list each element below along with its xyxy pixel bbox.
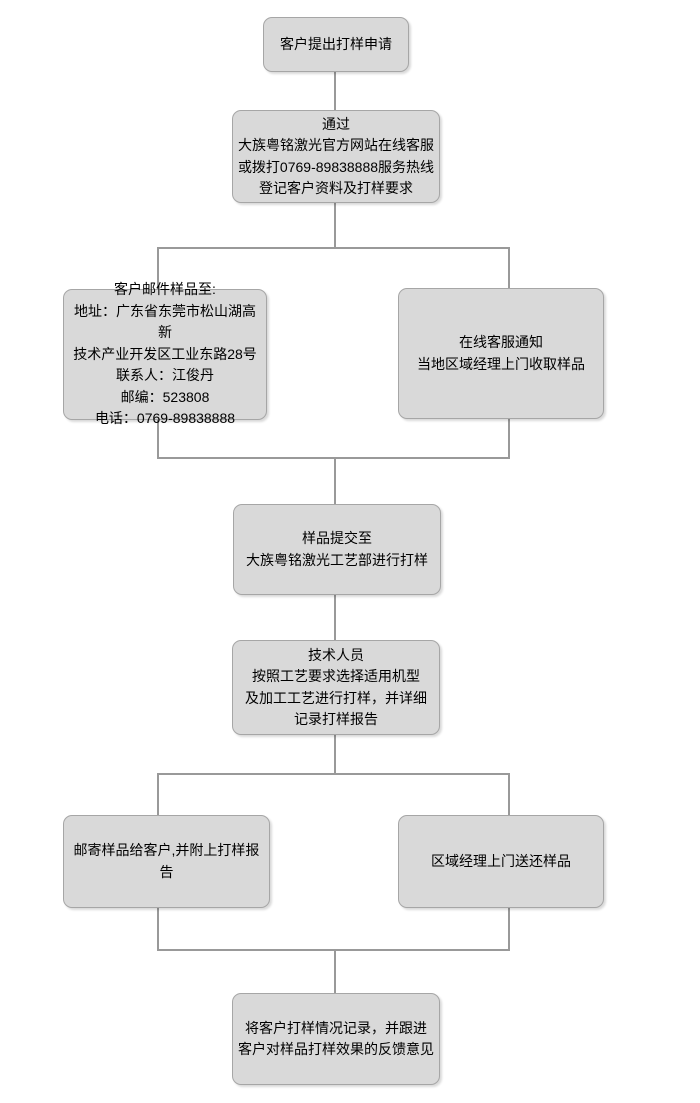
connector-branch-right-drop — [508, 247, 510, 288]
connector-merge-bottom-horizontal — [157, 949, 510, 951]
connector-request-register-vertical — [334, 72, 336, 110]
flow-node-register-label: 通过 大族粤铭激光官方网站在线客服 或拨打0769-89838888服务热线 登… — [237, 115, 435, 197]
connector-register-branch-stem — [334, 203, 336, 247]
connector-merge2-left-drop — [157, 908, 159, 949]
flow-node-record: 将客户打样情况记录，并跟进 客户对样品打样效果的反馈意见 — [232, 993, 440, 1085]
connector-branch2-left-drop — [157, 773, 159, 815]
flow-node-mail-sample-label: 客户邮件样品至: 地址：广东省东莞市松山湖高新 技术产业开发区工业东路28号 联… — [73, 281, 257, 427]
connector-technician-branch-stem — [334, 735, 336, 773]
connector-branch-left-drop — [157, 247, 159, 289]
connector-branch2-right-drop — [508, 773, 510, 815]
flow-node-submit-label: 样品提交至 大族粤铭激光工艺部进行打样 — [246, 530, 428, 568]
connector-branch-bottom-horizontal — [157, 773, 510, 775]
connector-merge-left-drop — [157, 420, 159, 457]
flow-node-pickup-label: 在线客服通知 当地区域经理上门收取样品 — [417, 334, 585, 372]
connector-submit-technician-vertical — [334, 595, 336, 640]
connector-merge-submit-stem — [334, 457, 336, 504]
connector-merge-record-stem — [334, 949, 336, 993]
flow-node-register: 通过 大族粤铭激光官方网站在线客服 或拨打0769-89838888服务热线 登… — [232, 110, 440, 203]
connector-merge2-right-drop — [508, 908, 510, 949]
flow-node-return: 区域经理上门送还样品 — [398, 815, 604, 908]
flow-node-mail-back: 邮寄样品给客户,并附上打样报告 — [63, 815, 270, 908]
flow-node-request-label: 客户提出打样申请 — [280, 35, 392, 52]
connector-merge-right-drop — [508, 419, 510, 457]
flow-node-request: 客户提出打样申请 — [263, 17, 409, 72]
flow-node-mail-back-label: 邮寄样品给客户,并附上打样报告 — [73, 842, 260, 880]
flow-node-submit: 样品提交至 大族粤铭激光工艺部进行打样 — [233, 504, 441, 595]
flow-node-mail-sample: 客户邮件样品至: 地址：广东省东莞市松山湖高新 技术产业开发区工业东路28号 联… — [63, 281, 267, 426]
flow-node-record-label: 将客户打样情况记录，并跟进 客户对样品打样效果的反馈意见 — [238, 1019, 434, 1058]
flow-node-technician-label: 技术人员 按照工艺要求选择适用机型 及加工工艺进行打样，并详细 记录打样报告 — [245, 646, 427, 728]
flow-node-return-label: 区域经理上门送还样品 — [431, 852, 571, 869]
connector-branch-top-horizontal — [157, 247, 510, 249]
connector-merge-top-horizontal — [157, 457, 510, 459]
flow-node-pickup: 在线客服通知 当地区域经理上门收取样品 — [398, 288, 604, 419]
flow-node-technician: 技术人员 按照工艺要求选择适用机型 及加工工艺进行打样，并详细 记录打样报告 — [232, 640, 440, 735]
